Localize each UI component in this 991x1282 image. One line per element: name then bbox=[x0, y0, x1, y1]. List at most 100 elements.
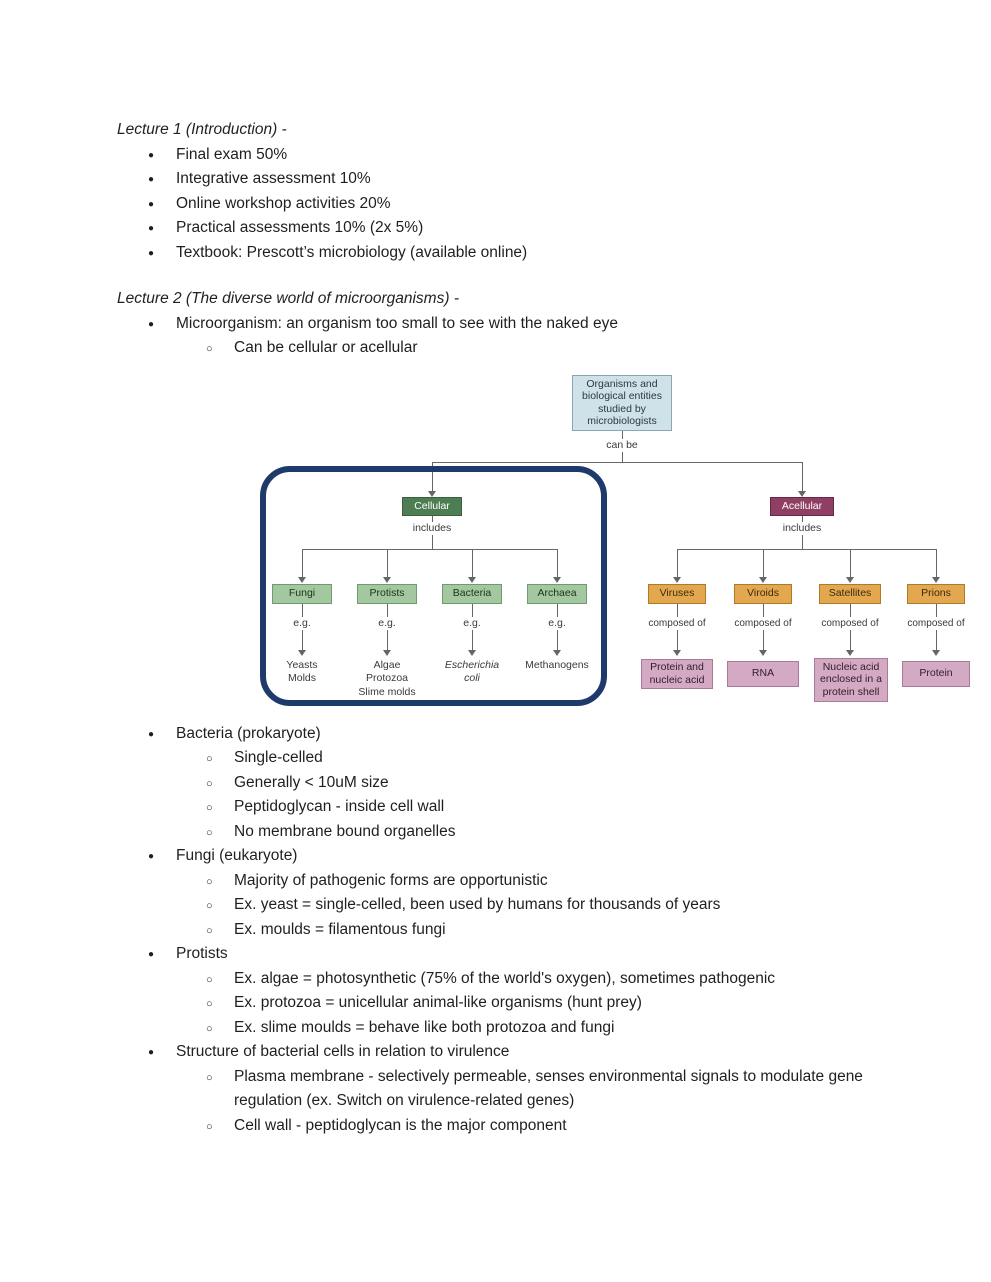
bullet-item: Ex. slime moulds = behave like both prot… bbox=[206, 1016, 875, 1040]
edge-label-eg-archaea: e.g. bbox=[537, 616, 577, 631]
examples-protists: Algae Protozoa Slime molds bbox=[352, 658, 422, 700]
edge-label-includes-acellular: includes bbox=[777, 521, 827, 536]
examples-bacteria: Escherichia coli bbox=[437, 658, 507, 686]
arrowhead bbox=[673, 576, 681, 583]
arrowhead bbox=[468, 576, 476, 583]
diagram-node-prions-composition: Protein bbox=[902, 660, 970, 687]
bullet-item: Peptidoglycan - inside cell wall bbox=[206, 795, 875, 820]
arrowhead bbox=[383, 576, 391, 583]
connector-line bbox=[302, 548, 557, 550]
bullet-text: Microorganism: an organism too small to … bbox=[176, 314, 618, 332]
edge-label-eg-protists: e.g. bbox=[367, 616, 407, 631]
bullet-item: Final exam 50% bbox=[148, 143, 875, 167]
connector-line bbox=[302, 548, 303, 578]
arrowhead bbox=[383, 649, 391, 656]
arrowhead bbox=[673, 649, 681, 656]
connector-line bbox=[432, 461, 433, 491]
connector-line bbox=[387, 548, 388, 578]
connector-line bbox=[432, 461, 802, 463]
connector-line bbox=[677, 548, 936, 550]
note-sublist: Single-celled Generally < 10uM size Pept… bbox=[176, 746, 875, 845]
examples-archaea: Methanogens bbox=[510, 658, 604, 673]
bullet-item: Generally < 10uM size bbox=[206, 771, 875, 795]
note-bullet: Protists Ex. algae = photosynthetic (75%… bbox=[148, 942, 875, 1040]
edge-label-eg-fungi: e.g. bbox=[282, 616, 322, 631]
note-bullet: Fungi (eukaryote) Majority of pathogenic… bbox=[148, 844, 875, 942]
arrowhead bbox=[298, 649, 306, 656]
lecture2-sublist: Can be cellular or acellular bbox=[176, 336, 875, 361]
arrowhead bbox=[759, 576, 767, 583]
bullet-item: Ex. yeast = single-celled, been used by … bbox=[206, 893, 875, 918]
diagram-node-viruses: Viruses bbox=[648, 583, 706, 604]
bullet-item: Integrative assessment 10% bbox=[148, 167, 875, 192]
edge-label-composedof-viroids: composed of bbox=[729, 616, 797, 630]
lecture2-heading: Lecture 2 (The diverse world of microorg… bbox=[117, 290, 459, 307]
connector-line bbox=[850, 548, 851, 578]
arrowhead bbox=[428, 490, 436, 497]
note-bullet: Bacteria (prokaryote) Single-celled Gene… bbox=[148, 722, 875, 845]
diagram-node-fungi: Fungi bbox=[272, 583, 332, 604]
edge-label-includes-cellular: includes bbox=[407, 521, 457, 536]
arrowhead bbox=[468, 649, 476, 656]
bullet-item: Single-celled bbox=[206, 746, 875, 771]
note-sublist: Ex. algae = photosynthetic (75% of the w… bbox=[176, 967, 875, 1040]
bullet-item: Textbook: Prescott’s microbiology (avail… bbox=[148, 241, 875, 265]
arrowhead bbox=[298, 576, 306, 583]
arrowhead bbox=[798, 490, 806, 497]
edge-label-eg-bacteria: e.g. bbox=[452, 616, 492, 631]
lecture1-heading: Lecture 1 (Introduction) - bbox=[117, 121, 287, 138]
note-text: Protists bbox=[176, 945, 228, 962]
note-sublist: Plasma membrane - selectively permeable,… bbox=[176, 1065, 875, 1139]
note-text: Bacteria (prokaryote) bbox=[176, 724, 321, 742]
arrowhead bbox=[846, 576, 854, 583]
examples-fungi: Yeasts Molds bbox=[267, 658, 337, 686]
edge-label-can-be: can be bbox=[597, 438, 647, 453]
edge-label-composedof-prions: composed of bbox=[902, 616, 970, 630]
note-text: Structure of bacterial cells in relation… bbox=[176, 1043, 510, 1060]
edge-label-composedof-satellites: composed of bbox=[816, 616, 884, 630]
arrowhead bbox=[553, 576, 561, 583]
diagram-node-viruses-composition: Protein and nucleic acid bbox=[641, 658, 713, 689]
arrowhead bbox=[846, 649, 854, 656]
connector-line bbox=[677, 548, 678, 578]
bullet-item: Online workshop activities 20% bbox=[148, 192, 875, 216]
bullet-item: Ex. protozoa = unicellular animal-like o… bbox=[206, 991, 875, 1016]
note-bullet: Structure of bacterial cells in relation… bbox=[148, 1040, 875, 1139]
diagram-node-viroids-composition: RNA bbox=[727, 660, 799, 687]
arrowhead bbox=[932, 576, 940, 583]
microorganisms-flowchart: Organisms and biological entities studie… bbox=[117, 371, 970, 716]
connector-line bbox=[802, 461, 803, 491]
notes-list: Bacteria (prokaryote) Single-celled Gene… bbox=[117, 722, 875, 1139]
bullet-item: Can be cellular or acellular bbox=[206, 336, 875, 361]
diagram-node-satellites: Satellites bbox=[819, 583, 881, 604]
diagram-node-acellular: Acellular bbox=[770, 496, 834, 516]
arrowhead bbox=[759, 649, 767, 656]
connector-line bbox=[472, 548, 473, 578]
arrowhead bbox=[932, 649, 940, 656]
arrowhead bbox=[553, 649, 561, 656]
bullet-item: Ex. algae = photosynthetic (75% of the w… bbox=[206, 967, 875, 991]
diagram-node-archaea: Archaea bbox=[527, 583, 587, 604]
connector-line bbox=[763, 548, 764, 578]
bullet-item: Practical assessments 10% (2x 5%) bbox=[148, 216, 875, 241]
bullet-item: No membrane bound organelles bbox=[206, 820, 875, 844]
diagram-node-viroids: Viroids bbox=[734, 583, 792, 604]
bullet-item: Cell wall - peptidoglycan is the major c… bbox=[206, 1114, 875, 1138]
bullet-item: Microorganism: an organism too small to … bbox=[148, 312, 875, 361]
lecture2-list: Microorganism: an organism too small to … bbox=[117, 312, 875, 361]
bullet-item: Majority of pathogenic forms are opportu… bbox=[206, 869, 875, 893]
note-sublist: Majority of pathogenic forms are opportu… bbox=[176, 869, 875, 942]
connector-line bbox=[557, 548, 558, 578]
note-text: Fungi (eukaryote) bbox=[176, 847, 298, 864]
diagram-node-cellular: Cellular bbox=[402, 496, 462, 516]
lecture1-list: Final exam 50% Integrative assessment 10… bbox=[117, 143, 875, 265]
connector-line bbox=[936, 548, 937, 578]
diagram-node-protists: Protists bbox=[357, 583, 417, 604]
diagram-node-bacteria: Bacteria bbox=[442, 583, 502, 604]
diagram-node-root: Organisms and biological entities studie… bbox=[572, 374, 672, 431]
edge-label-composedof-viruses: composed of bbox=[643, 616, 711, 630]
document-content: Lecture 1 (Introduction) - Final exam 50… bbox=[0, 0, 991, 1138]
bullet-item: Ex. moulds = filamentous fungi bbox=[206, 918, 875, 942]
diagram-node-satellites-composition: Nucleic acid enclosed in a protein shell bbox=[814, 657, 888, 702]
